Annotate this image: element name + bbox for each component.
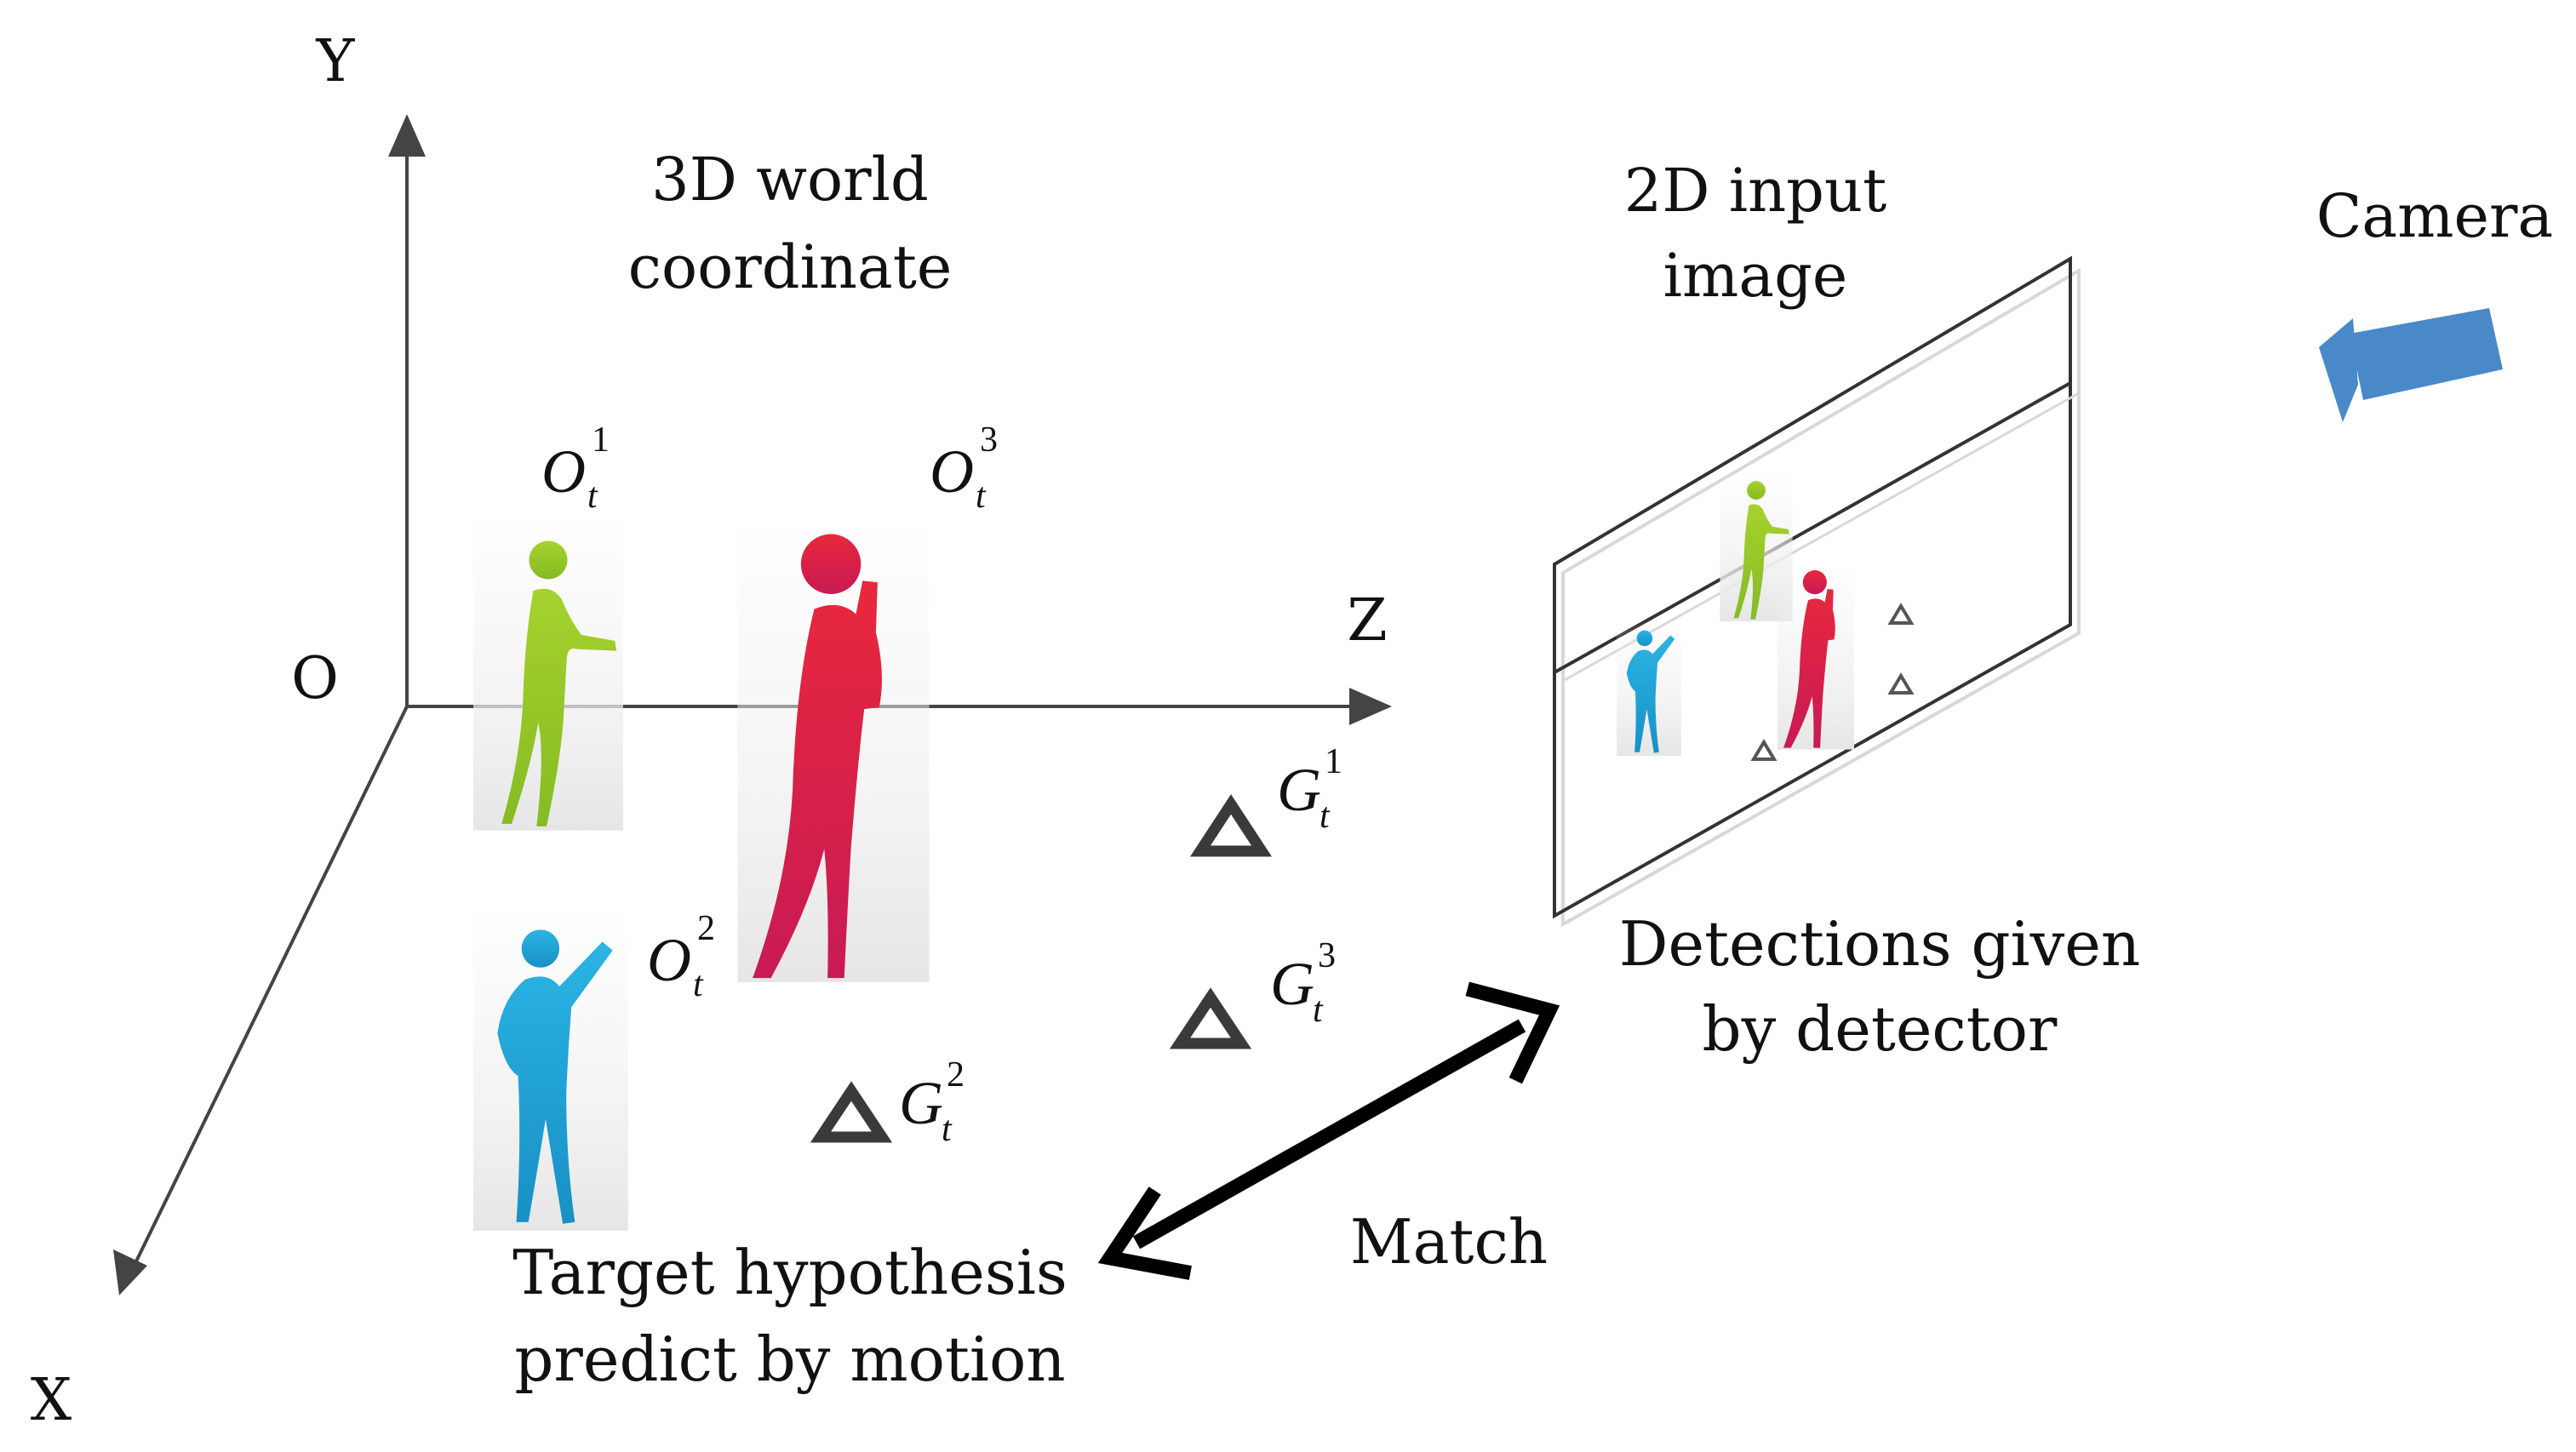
object-label-o2: O 2 t <box>647 909 715 1004</box>
image-plane-outline <box>1553 255 2072 919</box>
svg-text:t: t <box>942 1110 953 1149</box>
svg-text:2: 2 <box>697 909 715 948</box>
world-title-line1: 3D world <box>651 145 929 214</box>
image-title-line1: 2D input <box>1624 156 1886 226</box>
object-label-o3: O 3 t <box>930 420 998 516</box>
triangle-g1 <box>1189 794 1273 857</box>
svg-text:1: 1 <box>592 420 610 460</box>
detector-caption-line2: by detector <box>1703 993 2058 1065</box>
svg-text:t: t <box>1313 991 1324 1030</box>
svg-text:O: O <box>647 926 691 994</box>
x-axis-label: X <box>31 1367 72 1434</box>
svg-text:2: 2 <box>947 1055 965 1095</box>
world-title-line2: coordinate <box>628 232 953 302</box>
origin-label: O <box>291 645 339 712</box>
triangle-g2 <box>810 1081 893 1143</box>
camera-label: Camera <box>2316 181 2553 251</box>
target-caption-line1: Target hypothesis <box>512 1237 1068 1308</box>
image-triangle-2 <box>1887 672 1915 695</box>
svg-text:3: 3 <box>1318 936 1336 975</box>
detection-label-g1: G 1 t <box>1277 742 1342 836</box>
image-figure-red <box>1777 563 1854 750</box>
z-axis-arrowhead <box>1349 688 1392 725</box>
svg-text:G: G <box>899 1069 943 1137</box>
x-axis-arrowhead <box>113 1249 147 1295</box>
svg-text:O: O <box>541 437 586 506</box>
object-label-o1: O 1 t <box>541 420 610 516</box>
target-caption-line2: predict by motion <box>514 1323 1065 1395</box>
match-label: Match <box>1350 1206 1548 1278</box>
detection-label-g3: G 3 t <box>1270 936 1336 1030</box>
y-axis-arrowhead <box>388 114 426 157</box>
svg-text:t: t <box>1319 797 1331 836</box>
z-axis-label: Z <box>1347 587 1387 655</box>
svg-text:t: t <box>693 965 704 1004</box>
image-title-line2: image <box>1663 241 1848 311</box>
svg-text:t: t <box>587 477 598 516</box>
y-axis-label: Y <box>316 28 356 95</box>
match-arrow <box>1097 981 1560 1280</box>
image-triangle-1 <box>1887 603 1915 625</box>
svg-text:G: G <box>1277 756 1321 824</box>
svg-text:G: G <box>1270 950 1314 1018</box>
x-axis-line <box>135 706 409 1262</box>
target-figure-o1 <box>473 514 623 831</box>
image-triangle-3 <box>1750 739 1777 761</box>
svg-text:O: O <box>930 437 974 506</box>
detection-label-g2: G 2 t <box>899 1055 965 1149</box>
triangle-g3 <box>1169 987 1252 1049</box>
svg-text:1: 1 <box>1325 742 1342 781</box>
svg-text:3: 3 <box>980 420 998 460</box>
svg-text:t: t <box>976 477 987 516</box>
image-figure-blue <box>1617 620 1681 756</box>
target-figure-o3 <box>737 516 930 982</box>
image-plane-shadow <box>1561 267 2081 928</box>
target-figure-o2 <box>473 904 628 1231</box>
camera-icon <box>2319 308 2503 422</box>
detector-caption-line1: Detections given <box>1619 908 2141 980</box>
